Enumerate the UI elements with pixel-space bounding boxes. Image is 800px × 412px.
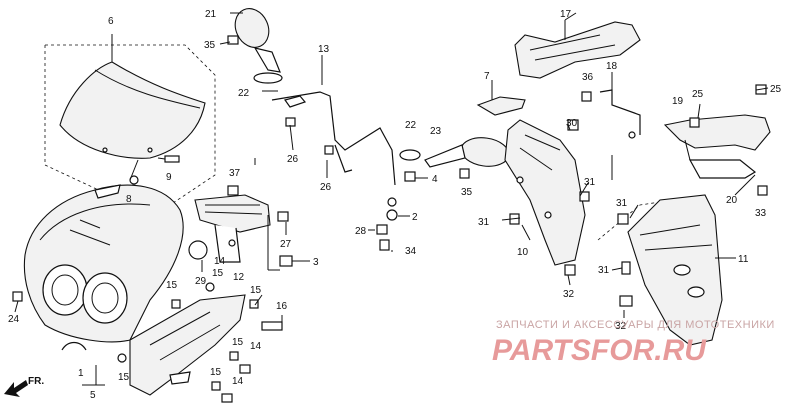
callout-14b: 14 <box>250 341 262 352</box>
callout-9: 9 <box>166 172 172 183</box>
callout-31b: 31 <box>478 217 490 228</box>
callout-37: 37 <box>229 168 241 179</box>
bracket-7-group <box>476 80 526 116</box>
stay-nut <box>324 145 334 155</box>
callout-13: 13 <box>318 44 330 55</box>
callout-17: 17 <box>560 9 572 20</box>
callout-31c: 31 <box>616 198 628 209</box>
callout-15b: 15 <box>166 280 178 291</box>
callout-26a: 26 <box>287 154 299 165</box>
callout-27: 27 <box>280 239 292 250</box>
callout-15a: 15 <box>212 268 224 279</box>
mirror-left-group <box>219 8 283 84</box>
callout-14a: 14 <box>214 256 226 267</box>
callout-6: 6 <box>108 16 114 27</box>
inner-bracket-group <box>188 185 293 271</box>
stay-collar <box>285 117 296 127</box>
watermark-logo: PARTSFOR.RU <box>492 334 707 367</box>
callout-11: 11 <box>738 254 749 265</box>
callout-2: 2 <box>412 212 418 223</box>
lower-side-group <box>597 194 730 346</box>
right-bracket-group <box>663 84 771 196</box>
callout-32a: 32 <box>563 289 575 300</box>
windscreen-group <box>44 34 216 206</box>
upper-cowl-group <box>23 184 184 351</box>
callout-25a: 25 <box>692 89 704 100</box>
callout-labels: 6 21 35 13 22 26 26 9 8 37 22 23 4 2 28 … <box>8 9 782 401</box>
mirror-bolt <box>227 35 239 45</box>
callout-1: 1 <box>78 368 84 379</box>
callout-10: 10 <box>517 247 529 258</box>
headlight-right <box>82 272 128 324</box>
callout-31d: 31 <box>598 265 610 276</box>
front-arrow-label: FR. <box>28 376 44 387</box>
screen-screw <box>164 155 180 163</box>
right-bracket <box>663 114 771 151</box>
callout-15c: 15 <box>250 285 262 296</box>
callout-5: 5 <box>90 390 96 401</box>
leader-lines <box>14 12 769 386</box>
callout-29: 29 <box>195 276 207 287</box>
callout-35a: 35 <box>204 40 216 51</box>
callout-3: 3 <box>313 257 319 268</box>
callout-30: 30 <box>566 118 578 129</box>
fairing-side-panel <box>129 294 246 396</box>
wire-clip <box>188 240 208 260</box>
callout-23: 23 <box>430 126 442 137</box>
callout-8: 8 <box>126 194 132 205</box>
bracket-18-group <box>581 72 641 139</box>
callout-15d: 15 <box>232 337 244 348</box>
callout-24: 24 <box>8 314 20 325</box>
callout-31a: 31 <box>584 177 596 188</box>
mirror-gasket <box>253 72 283 84</box>
stay-bracket-group <box>271 55 398 251</box>
callout-15f: 15 <box>118 372 130 383</box>
small-bracket <box>476 96 526 116</box>
callout-4: 4 <box>432 174 438 185</box>
fairing-side-group <box>129 294 246 396</box>
callout-28: 28 <box>355 226 367 237</box>
callout-36: 36 <box>582 72 594 83</box>
callout-26b: 26 <box>320 182 332 193</box>
callout-20: 20 <box>726 195 738 206</box>
callout-16: 16 <box>276 301 288 312</box>
meter-bracket <box>194 194 271 233</box>
callout-21: 21 <box>205 9 217 20</box>
callout-25b: 25 <box>770 84 782 95</box>
inner-panel-group <box>459 119 590 276</box>
front-arrow: FR. <box>4 376 44 397</box>
callout-33: 33 <box>755 208 767 219</box>
inner-panel <box>504 119 586 266</box>
headlight-left <box>42 264 88 316</box>
callout-32b: 32 <box>615 321 627 332</box>
callout-14c: 14 <box>232 376 244 387</box>
windscreen <box>59 61 206 159</box>
mirror-right <box>460 137 510 167</box>
mirror-right-group <box>399 137 510 182</box>
callout-22b: 22 <box>405 120 417 131</box>
top-bracket-group <box>514 20 641 79</box>
callout-12: 12 <box>233 272 245 283</box>
callout-35b: 35 <box>461 187 473 198</box>
callout-15e: 15 <box>210 367 222 378</box>
callout-34: 34 <box>405 246 417 257</box>
callout-18: 18 <box>606 61 618 72</box>
callout-22a: 22 <box>238 88 250 99</box>
top-bracket <box>514 21 641 79</box>
watermark: ЗАПЧАСТИ И АКСЕССУАРЫ ДЛЯ МОТОТЕХНИКИ PA… <box>492 319 775 367</box>
callout-19: 19 <box>672 96 684 107</box>
callout-7: 7 <box>484 71 490 82</box>
watermark-tagline: ЗАПЧАСТИ И АКСЕССУАРЫ ДЛЯ МОТОТЕХНИКИ <box>496 319 775 331</box>
mirror-left <box>234 8 270 48</box>
fasteners-lower <box>12 282 283 403</box>
